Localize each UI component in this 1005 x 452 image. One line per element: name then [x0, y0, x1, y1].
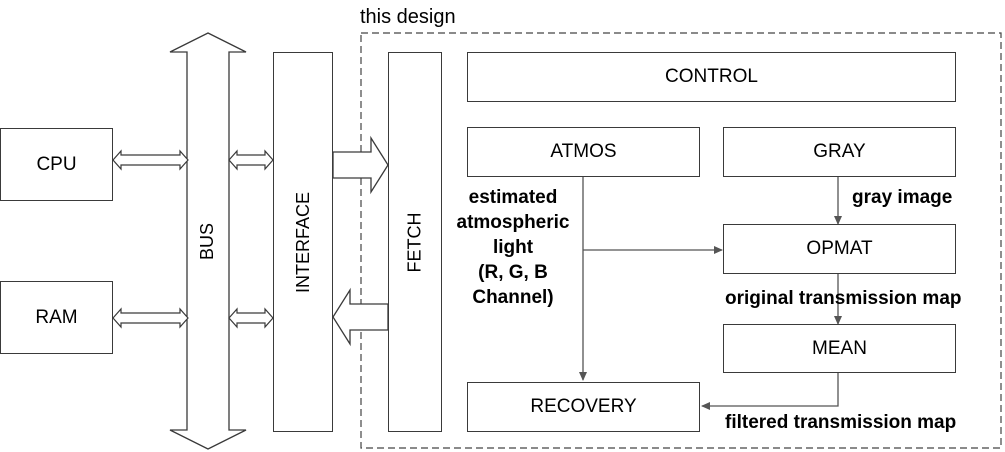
mean-block: MEAN — [723, 324, 956, 373]
atmospheric-light-line-2: atmospheric — [456, 212, 570, 233]
atmospheric-light-label: estimated atmospheric light (R, G, B Cha… — [452, 185, 574, 310]
atmos-label: ATMOS — [550, 141, 617, 162]
gray-label: GRAY — [813, 141, 866, 162]
recovery-block: RECOVERY — [467, 382, 700, 432]
bus-interface-arrow-bottom — [228, 307, 274, 329]
control-block: CONTROL — [467, 52, 956, 102]
cpu-bus-arrow — [112, 149, 189, 171]
gray-block: GRAY — [723, 127, 956, 177]
bus-block: BUS — [187, 52, 229, 430]
atmospheric-light-line-1: estimated — [468, 187, 558, 208]
mean-to-recovery-line — [701, 373, 839, 410]
ram-bus-arrow — [112, 307, 189, 329]
filtered-transmission-map-label: filtered transmission map — [725, 412, 957, 433]
interface-block: INTERFACE — [273, 52, 333, 432]
fetch-block: FETCH — [388, 52, 442, 432]
atmospheric-light-line-4: (R, G, B — [478, 262, 548, 283]
atmospheric-light-line-5: Channel) — [472, 287, 554, 308]
bus-double-arrow — [169, 32, 247, 450]
cpu-label: CPU — [36, 153, 77, 175]
gray-image-label: gray image — [852, 187, 953, 208]
original-transmission-map-label: original transmission map — [725, 288, 962, 309]
interface-to-fetch-arrow — [332, 135, 389, 195]
fetch-to-interface-arrow — [332, 287, 389, 347]
design-region-title: this design — [360, 6, 456, 28]
opmat-block: OPMAT — [723, 224, 956, 274]
atmos-block: ATMOS — [467, 127, 700, 177]
ram-label: RAM — [35, 306, 78, 328]
fetch-label: FETCH — [404, 212, 425, 272]
opmat-label: OPMAT — [806, 238, 873, 259]
atmospheric-light-line-3: light — [492, 237, 534, 258]
recovery-label: RECOVERY — [530, 396, 637, 417]
cpu-block: CPU — [0, 128, 113, 201]
ram-block: RAM — [0, 281, 113, 354]
bus-interface-arrow-top — [228, 149, 274, 171]
mean-label: MEAN — [812, 337, 867, 359]
design-region-border — [360, 32, 1002, 449]
interface-label: INTERFACE — [292, 191, 313, 293]
control-label: CONTROL — [665, 66, 758, 87]
bus-label: BUS — [197, 222, 218, 260]
